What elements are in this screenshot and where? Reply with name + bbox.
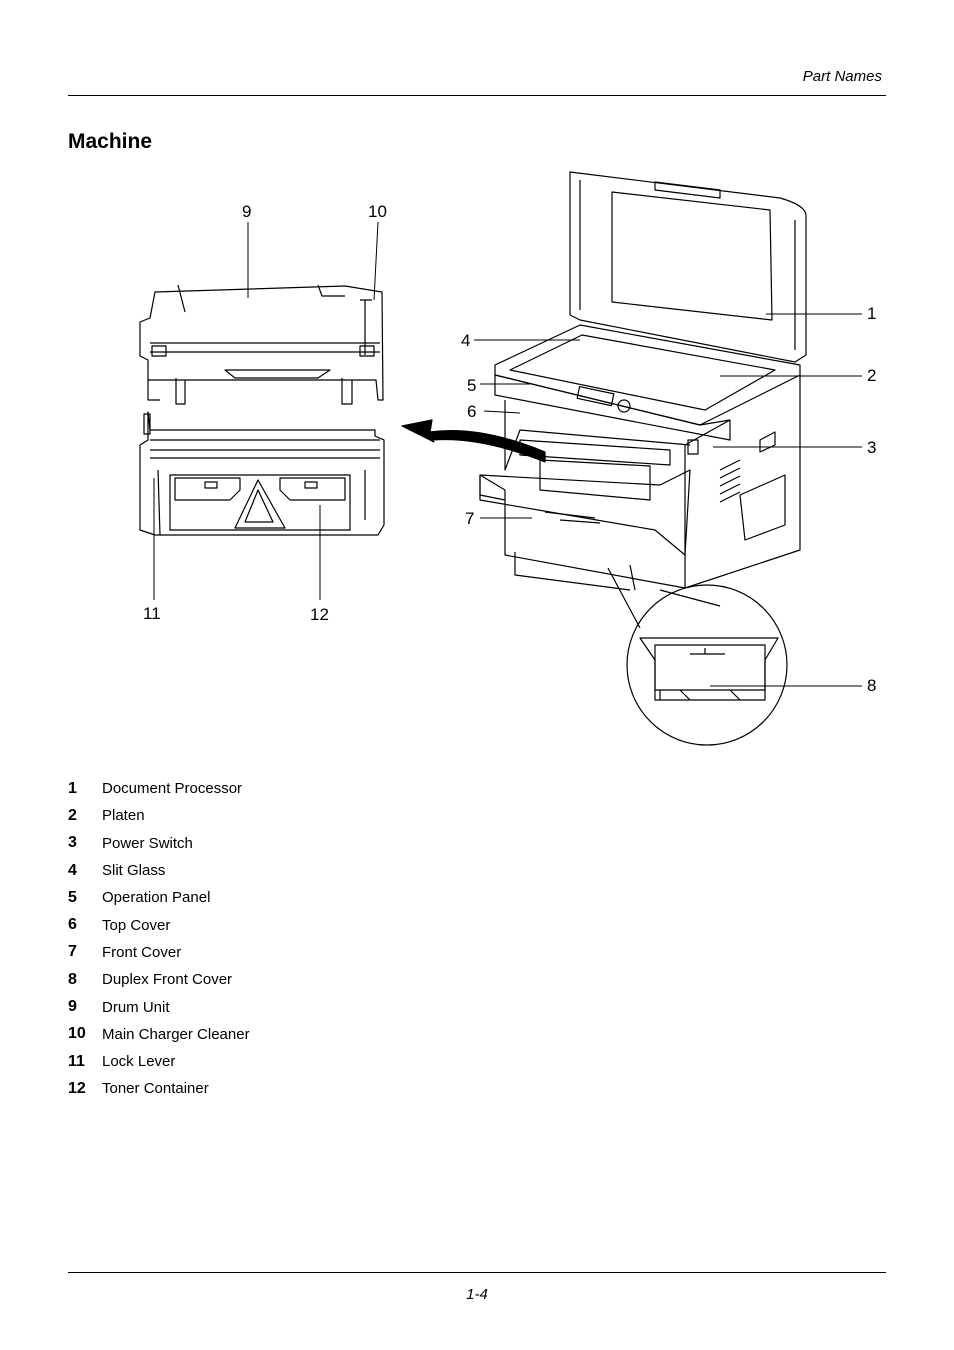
leader-lines bbox=[153, 221, 862, 687]
part-name: Power Switch bbox=[102, 834, 193, 852]
drum-unit-drawing bbox=[139, 284, 384, 405]
list-item: 12 Toner Container bbox=[68, 1075, 250, 1102]
list-item: 3 Power Switch bbox=[68, 830, 250, 857]
list-item: 9 Drum Unit bbox=[68, 993, 250, 1020]
part-number: 10 bbox=[68, 1025, 86, 1043]
part-name: Toner Container bbox=[102, 1080, 209, 1098]
part-name: Top Cover bbox=[102, 916, 171, 934]
callout-1: 1 bbox=[867, 304, 877, 323]
list-item: 1 Document Processor bbox=[68, 775, 250, 802]
part-name: Front Cover bbox=[102, 943, 182, 961]
callout-6: 6 bbox=[467, 402, 477, 421]
callout-11: 11 bbox=[143, 604, 161, 623]
part-name: Main Charger Cleaner bbox=[102, 1025, 250, 1043]
callout-5: 5 bbox=[467, 376, 477, 395]
callout-3: 3 bbox=[867, 438, 877, 457]
callout-10: 10 bbox=[368, 202, 387, 221]
printer-drawing bbox=[479, 171, 807, 629]
part-number: 12 bbox=[68, 1079, 86, 1097]
callout-12: 12 bbox=[310, 605, 329, 624]
list-item: 5 Operation Panel bbox=[68, 884, 250, 911]
part-number: 4 bbox=[68, 861, 77, 879]
part-number: 3 bbox=[68, 834, 77, 852]
list-item: 6 Top Cover bbox=[68, 911, 250, 938]
page-number: 1-4 bbox=[466, 1286, 488, 1303]
header-rule bbox=[68, 95, 886, 96]
removal-arrow bbox=[401, 419, 546, 463]
part-number: 9 bbox=[68, 998, 77, 1016]
part-name: Document Processor bbox=[102, 780, 243, 798]
section-title: Machine bbox=[68, 130, 153, 153]
list-item: 8 Duplex Front Cover bbox=[68, 966, 250, 993]
callout-4: 4 bbox=[461, 331, 471, 350]
list-item: 2 Platen bbox=[68, 802, 250, 829]
machine-illustration: 9 10 11 12 1 2 3 4 5 6 7 8 bbox=[139, 171, 877, 746]
part-number: 1 bbox=[68, 779, 77, 797]
toner-container-drawing bbox=[139, 411, 385, 536]
part-number: 11 bbox=[68, 1052, 85, 1070]
list-item: 4 Slit Glass bbox=[68, 857, 250, 884]
part-name: Duplex Front Cover bbox=[102, 971, 233, 989]
machine-drawing bbox=[139, 171, 862, 746]
part-number: 8 bbox=[68, 970, 77, 988]
list-item: 10 Main Charger Cleaner bbox=[68, 1021, 250, 1048]
list-item: 7 Front Cover bbox=[68, 939, 250, 966]
part-name: Slit Glass bbox=[102, 862, 166, 880]
duplex-detail-drawing bbox=[626, 584, 788, 746]
part-name: Platen bbox=[102, 807, 145, 825]
part-name: Drum Unit bbox=[102, 998, 170, 1016]
part-number: 2 bbox=[68, 806, 77, 824]
callout-7: 7 bbox=[465, 509, 475, 528]
part-name: Lock Lever bbox=[102, 1053, 176, 1071]
callout-8: 8 bbox=[867, 676, 877, 695]
part-name: Operation Panel bbox=[102, 889, 211, 907]
callout-2: 2 bbox=[867, 366, 877, 385]
footer-rule bbox=[68, 1272, 886, 1273]
running-header: Part Names bbox=[802, 68, 882, 85]
part-number: 5 bbox=[68, 888, 77, 906]
parts-list: 1 Document Processor 2 Platen 3 Power Switc… bbox=[68, 775, 250, 1103]
list-item: 11 Lock Lever bbox=[68, 1048, 250, 1075]
part-number: 7 bbox=[68, 943, 77, 961]
part-number: 6 bbox=[68, 916, 77, 934]
callout-9: 9 bbox=[242, 202, 252, 221]
